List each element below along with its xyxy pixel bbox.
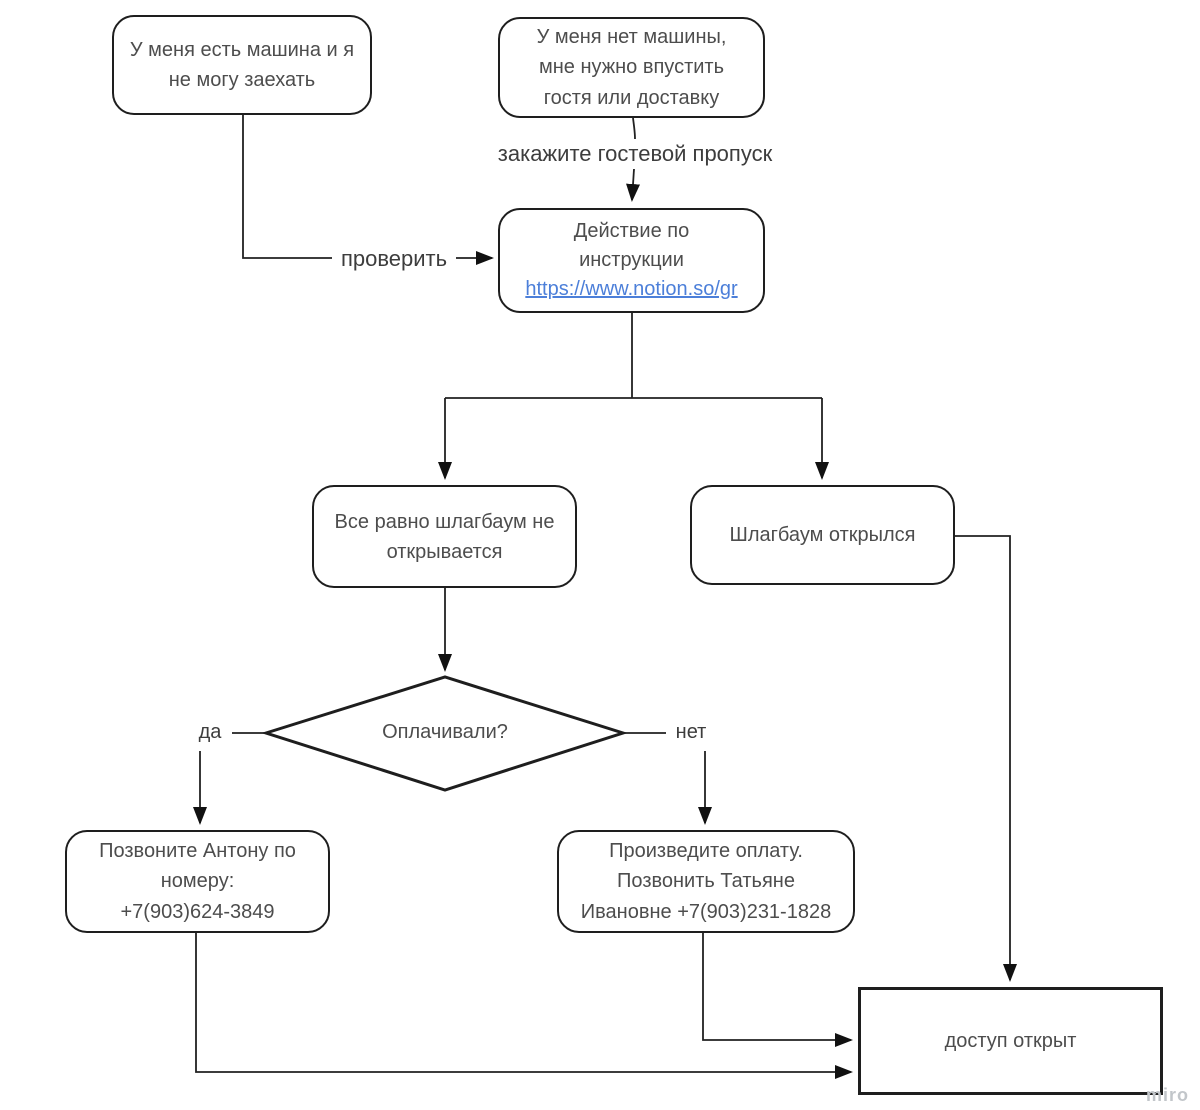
node-have-car-line: У меня есть машина и я bbox=[129, 39, 355, 61]
node-instruction[interactable]: Действие по инструкции https://www.notio… bbox=[498, 208, 765, 313]
notion-instruction-link[interactable]: https://www.notion.so/gr bbox=[525, 278, 738, 300]
decision-paid-label: Оплачивали? bbox=[382, 721, 508, 743]
node-call-anton-line: номеру: bbox=[160, 870, 235, 893]
node-access-open[interactable]: доступ открыт bbox=[858, 987, 1163, 1095]
edge-no-car-to-guest-pass-label[interactable] bbox=[632, 117, 636, 140]
node-no-car[interactable]: У меня нет машины, мне нужно впустить го… bbox=[498, 17, 765, 118]
edge-call-anton-to-access[interactable] bbox=[195, 933, 853, 1079]
node-barrier-not-open-line: Все равно шлагбаум не bbox=[334, 510, 555, 533]
node-have-car[interactable]: У меня есть машина и я не могу заехать bbox=[112, 15, 372, 115]
decision-diamond-shape[interactable] bbox=[261, 675, 628, 792]
node-barrier-not-open-line: открывается bbox=[386, 540, 503, 563]
edge-guest-pass-label-to-instruction[interactable] bbox=[626, 168, 641, 202]
edge-make-payment-to-access[interactable] bbox=[702, 933, 853, 1047]
node-barrier-opened[interactable]: Шлагбаум открылся bbox=[690, 485, 955, 585]
node-instruction-line: Действие по bbox=[573, 220, 690, 242]
node-make-payment-line: Произведите оплату. bbox=[609, 839, 803, 862]
node-access-open-line: доступ открыт bbox=[944, 1030, 1077, 1052]
node-make-payment-line: Позвонить Татьяне bbox=[617, 870, 795, 893]
node-make-payment-line: Ивановне +7(903)231-1828 bbox=[580, 900, 832, 923]
node-no-car-line: мне нужно впустить bbox=[539, 56, 724, 79]
node-no-car-line: гостя или доставку bbox=[543, 86, 720, 109]
node-no-car-line: У меня нет машины, bbox=[536, 25, 727, 48]
node-call-anton[interactable]: Позвоните Антону по номеру: +7(903)624-3… bbox=[65, 830, 330, 933]
node-call-anton-line: +7(903)624-3849 bbox=[120, 900, 275, 923]
edge-label-no[interactable]: нет bbox=[675, 721, 707, 743]
node-have-car-line: не могу заехать bbox=[168, 69, 316, 91]
miro-watermark: miro bbox=[1146, 1085, 1190, 1105]
edge-label-yes[interactable]: да bbox=[198, 721, 222, 743]
node-make-payment[interactable]: Произведите оплату. Позвонить Татьяне Ив… bbox=[557, 830, 855, 933]
edge-label-check[interactable]: проверить bbox=[340, 246, 448, 271]
edge-label-order-guest-pass[interactable]: закажите гостевой пропуск bbox=[497, 141, 773, 166]
node-instruction-line: инструкции bbox=[579, 249, 684, 271]
node-call-anton-line: Позвоните Антону по bbox=[99, 839, 296, 862]
edge-barrier-opened-to-access[interactable] bbox=[955, 535, 1017, 982]
node-barrier-not-open[interactable]: Все равно шлагбаум не открывается bbox=[312, 485, 577, 588]
node-barrier-opened-line: Шлагбаум открылся bbox=[729, 524, 916, 546]
edge-have-car-to-check[interactable] bbox=[242, 115, 332, 259]
